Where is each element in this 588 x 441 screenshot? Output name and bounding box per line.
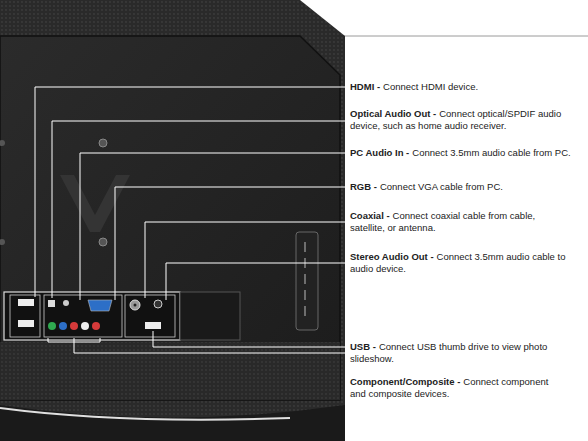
callout-text: USB -Connect USB thumb drive to view pho… [350, 341, 562, 365]
callout-text: Stereo Audio Out -Connect 3.5mm audio ca… [350, 251, 586, 275]
callout-text: Component/Composite -Connect component a… [350, 376, 552, 400]
port-description: Connect USB thumb drive to view photo sl… [350, 341, 547, 364]
blank-panel [180, 292, 240, 340]
optical-port [48, 300, 55, 307]
buttons [304, 242, 306, 316]
callout-text: Optical Audio Out -Connect optical/SPDIF… [350, 108, 582, 132]
speaker-mesh [0, 342, 340, 400]
leader-lines [35, 87, 345, 353]
port-name: HDMI - [350, 81, 380, 92]
vga-port [88, 300, 112, 311]
audio-jack [154, 300, 162, 308]
component-jack [92, 322, 100, 330]
screw [99, 238, 107, 246]
coax-port [130, 300, 140, 310]
connector-panel [4, 292, 180, 340]
tv-body [0, 0, 345, 441]
component-jack [48, 322, 56, 330]
component-jack [70, 322, 78, 330]
callout-text: PC Audio In -Connect 3.5mm audio cable f… [350, 147, 586, 159]
usb-port [145, 322, 161, 329]
divider-line [330, 36, 588, 37]
logo-mark [60, 175, 130, 232]
port-description: Connect VGA cable from PC. [380, 181, 503, 192]
port-name: Component/Composite - [350, 376, 460, 387]
button-panel [296, 232, 318, 330]
component-jack [81, 322, 89, 330]
port-name: RGB - [350, 181, 377, 192]
callout-text: HDMI -Connect HDMI device. [350, 81, 586, 93]
callout-text: RGB -Connect VGA cable from PC. [350, 181, 586, 193]
back-panel [0, 36, 340, 400]
port-name: USB - [350, 341, 376, 352]
hdmi-port [18, 299, 34, 306]
port-name: Optical Audio Out - [350, 108, 436, 119]
stand-edge [0, 408, 290, 420]
component-jack [59, 322, 67, 330]
port-description: Connect 3.5mm audio cable from PC. [412, 147, 570, 158]
port-name: PC Audio In - [350, 147, 409, 158]
port-name: Stereo Audio Out - [350, 251, 434, 262]
audio-jack [63, 300, 69, 306]
callout-text: Coaxial -Connect coaxial cable from cabl… [350, 210, 560, 234]
port-description: Connect HDMI device. [383, 81, 478, 92]
port-name: Coaxial - [350, 210, 390, 221]
screw [99, 139, 107, 147]
hdmi-port [18, 320, 34, 327]
